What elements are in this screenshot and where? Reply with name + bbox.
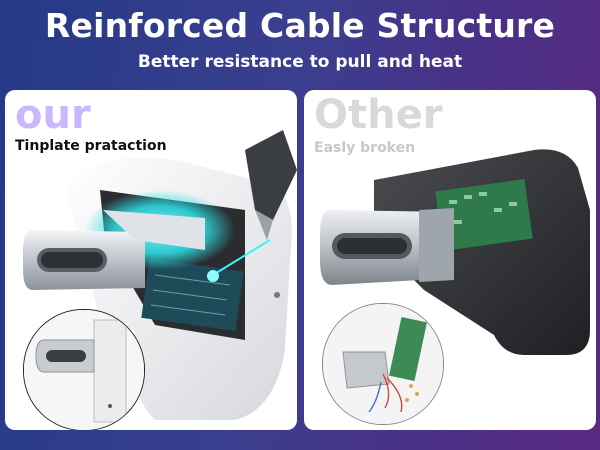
our-product-panel: our Tinplate prataction xyxy=(5,90,297,430)
other-broken-inset xyxy=(322,303,444,425)
page-title: Reinforced Cable Structure xyxy=(44,6,556,45)
our-heading: our xyxy=(15,92,91,138)
right-angle-adapter-icon xyxy=(24,310,144,430)
our-adapter-inset xyxy=(23,309,145,430)
page-subtitle: Better resistance to pull and heat xyxy=(137,52,463,72)
other-heading: Other xyxy=(314,92,443,138)
other-connector-illustration xyxy=(320,149,590,355)
other-product-panel: Other Easly broken xyxy=(304,90,596,430)
our-connector-illustration xyxy=(23,130,297,420)
other-caption: Easly broken xyxy=(314,140,416,156)
broken-circuit-icon xyxy=(323,304,443,424)
our-caption: Tinplate prataction xyxy=(15,138,167,154)
